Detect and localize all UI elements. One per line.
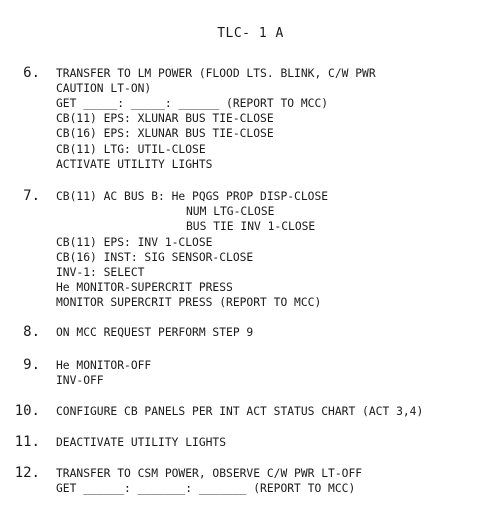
step-line: CB(16) EPS: XLUNAR BUS TIE-CLOSE	[56, 127, 274, 140]
step-line: TRANSFER TO LM POWER (FLOOD LTS. BLINK, …	[56, 67, 376, 80]
step-line: BUS TIE INV 1-CLOSE	[186, 220, 316, 233]
step-line: TRANSFER TO CSM POWER, OBSERVE C/W PWR L…	[56, 467, 363, 480]
step-line: CB(11) LTG: UTIL-CLOSE	[56, 143, 206, 156]
step-number: 10.	[14, 403, 40, 419]
step-line: CAUTION LT-ON)	[56, 82, 152, 95]
step-line: NUM LTG-CLOSE	[186, 205, 275, 218]
step-number: 8.	[23, 324, 40, 340]
step-line: He MONITOR-SUPERCRIT PRESS	[56, 281, 233, 294]
step-line: CB(11) EPS: XLUNAR BUS TIE-CLOSE	[56, 112, 274, 125]
step-line: INV-OFF	[56, 374, 104, 387]
step-line: CB(11) EPS: INV 1-CLOSE	[56, 236, 213, 249]
step-line: He MONITOR-OFF	[56, 359, 152, 372]
step-line: INV-1: SELECT	[56, 266, 145, 279]
step-number: 7.	[23, 188, 40, 204]
step-number: 6.	[23, 65, 40, 81]
step-line: CB(16) INST: SIG SENSOR-CLOSE	[56, 251, 254, 264]
page-title: TLC- 1 A	[217, 26, 284, 41]
step-number: 9.	[23, 357, 40, 373]
step-number: 12.	[14, 465, 40, 481]
step-line: ACTIVATE UTILITY LIGHTS	[56, 158, 213, 171]
step-number: 11.	[14, 434, 40, 450]
step-line: CB(11) AC BUS B: He PQGS PROP DISP-CLOSE	[56, 190, 329, 203]
step-line: ON MCC REQUEST PERFORM STEP 9	[56, 326, 254, 339]
step-line: CONFIGURE CB PANELS PER INT ACT STATUS C…	[56, 405, 424, 418]
step-line: MONITOR SUPERCRIT PRESS (REPORT TO MCC)	[56, 296, 322, 309]
step-line: GET ______: _______: _______ (REPORT TO …	[56, 482, 356, 495]
step-line: GET _____: _____: ______ (REPORT TO MCC)	[56, 97, 329, 110]
step-line: DEACTIVATE UTILITY LIGHTS	[56, 436, 227, 449]
